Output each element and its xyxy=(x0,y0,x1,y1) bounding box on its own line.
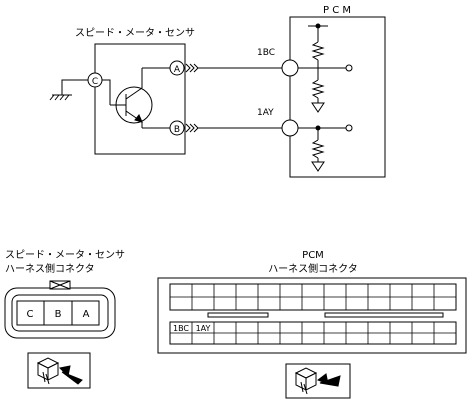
wire-b xyxy=(185,123,282,133)
pcm-internal-circuit-2 xyxy=(298,127,346,162)
hand-arrow-icon xyxy=(294,367,341,395)
sensor-pin-a-circle xyxy=(169,60,185,76)
ground-wire xyxy=(49,79,88,101)
pcm-connector-title-line2: ハーネス側コネクタ xyxy=(268,262,358,275)
pcm-connector-slot-2 xyxy=(324,312,444,318)
sensor-connector-pin-b: B xyxy=(55,309,62,320)
sensor-connector-pin-c: C xyxy=(27,309,34,320)
pcm-view-direction-box xyxy=(285,363,351,399)
sensor-connector-pin-a: A xyxy=(83,309,90,320)
sensor-view-direction-box xyxy=(27,352,91,389)
hand-arrow-icon xyxy=(36,357,83,385)
sensor-connector-inner xyxy=(11,294,109,332)
sensor-pin-c-label: C xyxy=(92,77,98,87)
pcm-terminal-1ay-label: 1AY xyxy=(257,108,274,118)
sensor-pin-a-label: A xyxy=(174,65,181,75)
pcm-ground-2 xyxy=(311,161,325,172)
pcm-node-1 xyxy=(315,23,321,29)
pcm-output-1 xyxy=(345,64,353,72)
sensor-connector-title-line1: スピード・メータ・センサ xyxy=(5,249,125,261)
sensor-pin-b-circle xyxy=(169,120,185,136)
pcm-connector-cell-1ay: 1AY xyxy=(196,324,211,333)
pcm-title: P C M xyxy=(323,5,351,16)
pcm-node-2 xyxy=(315,125,321,131)
pcm-ground-1 xyxy=(311,102,325,113)
sensor-connector-pin-block xyxy=(16,300,100,326)
sensor-connector-title-line2: ハーネス側コネクタ xyxy=(5,262,95,275)
pcm-internal-circuit-1 xyxy=(298,25,346,103)
pcm-connector-slot-1 xyxy=(207,312,269,318)
wire-a xyxy=(185,63,282,73)
sensor-pin-b-label: B xyxy=(174,125,180,135)
pcm-terminal-1ay-circle xyxy=(281,119,299,137)
pcm-output-2 xyxy=(345,124,353,132)
pcm-terminal-1bc-label: 1BC xyxy=(257,48,275,58)
emitter-arrow xyxy=(134,114,143,123)
pcm-box xyxy=(289,16,386,178)
pcm-connector-outer xyxy=(157,277,467,354)
pcm-connector-title-line1: PCM xyxy=(302,250,324,261)
pcm-terminal-1bc-circle xyxy=(281,59,299,77)
pcm-connector-grid xyxy=(170,284,456,344)
pcm-connector-cell-1bc: 1BC xyxy=(173,324,189,333)
sensor-title: スピード・メータ・センサ xyxy=(75,27,195,39)
sensor-box xyxy=(94,43,186,155)
